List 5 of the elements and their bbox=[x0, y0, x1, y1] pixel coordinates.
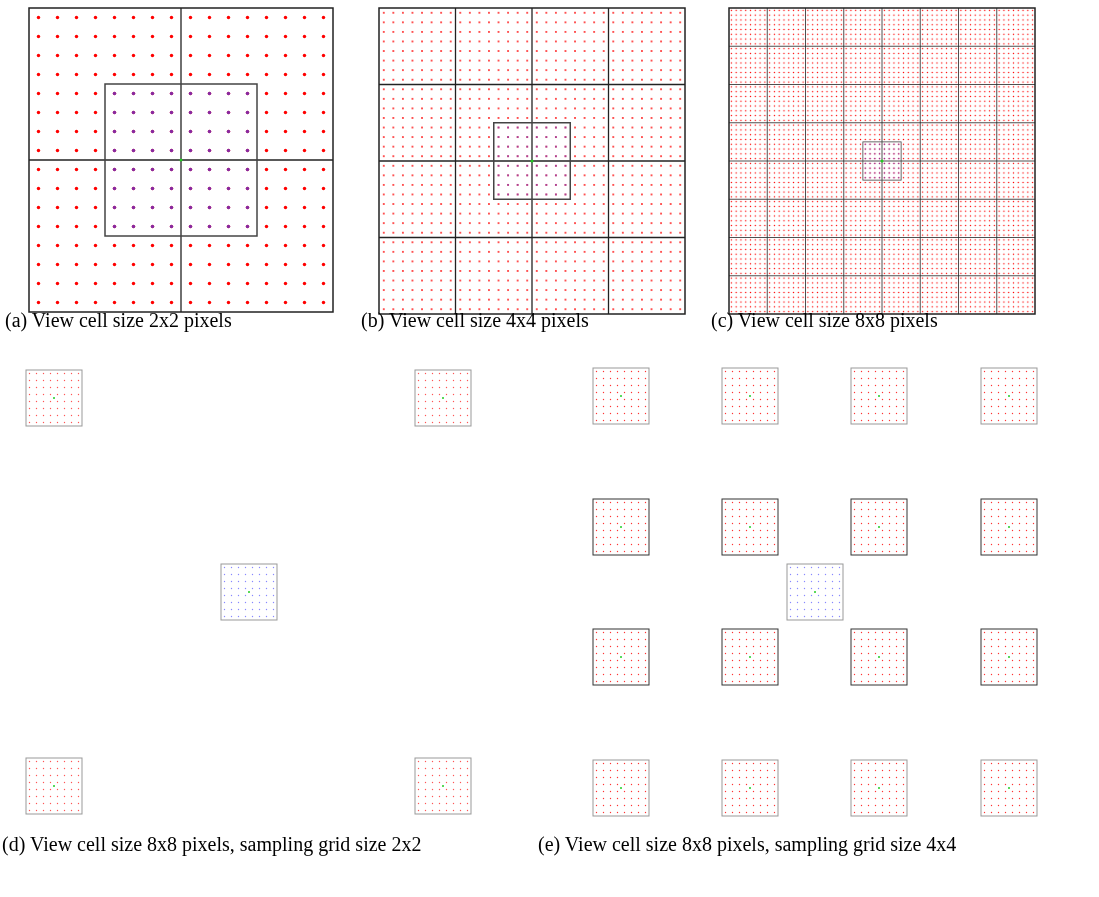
figure-caption: (d) View cell size 8x8 pixels, sampling grid size 2x2 bbox=[2, 832, 423, 857]
figure-caption: (a) View cell size 2x2 pixels bbox=[5, 308, 233, 333]
figure-caption: (c) View cell size 8x8 pixels bbox=[711, 308, 939, 333]
figure-caption: (b) View cell size 4x4 pixels bbox=[361, 308, 590, 333]
figure-caption: (e) View cell size 8x8 pixels, sampling grid size 4x4 bbox=[538, 832, 958, 857]
